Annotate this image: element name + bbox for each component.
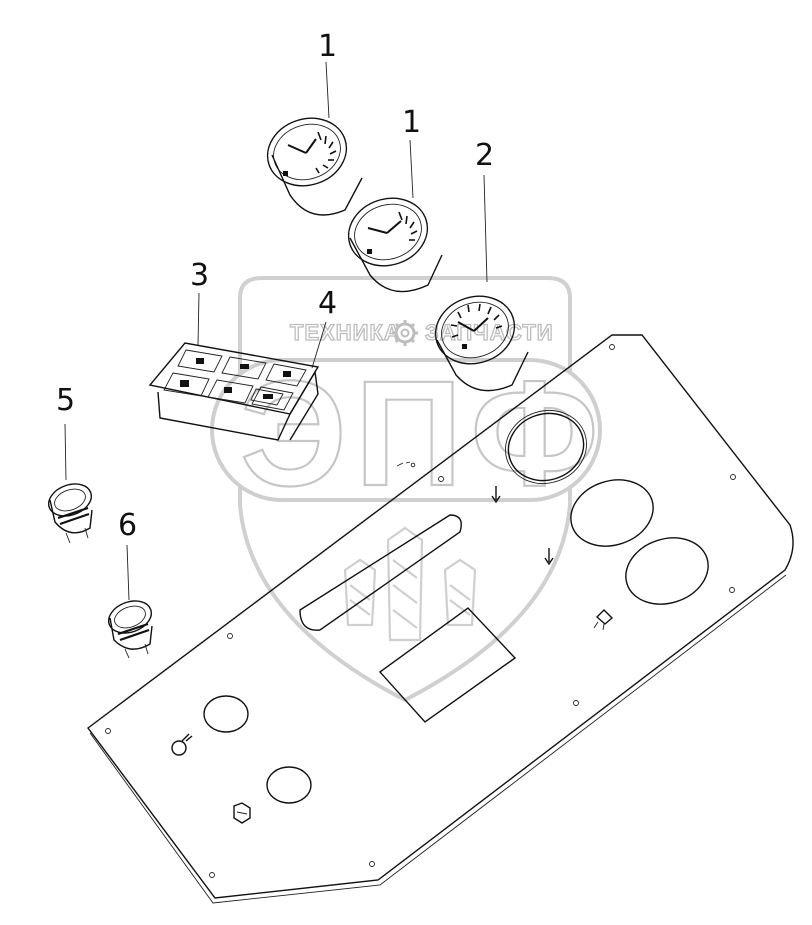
callout-switch-panel-3: 3 (190, 258, 209, 293)
watermark-shield (238, 276, 572, 703)
watermark-right-text: ЗАПЧАСТИ (425, 320, 554, 345)
arrow-indicator-icon (396, 461, 554, 566)
watermark: ТЕХНИКА ЗАПЧАСТИ ЭПФ (210, 276, 607, 703)
push-button-6 (107, 600, 153, 659)
watermark-main-text: ЭПФ (240, 349, 607, 517)
mounting-plate (87, 334, 794, 904)
callout-gauge-middle: 1 (402, 105, 421, 140)
gauge-lower (434, 295, 529, 392)
watermark-band (210, 358, 602, 502)
watermark-left-text: ТЕХНИКА (290, 320, 401, 345)
callout-gauge-lower: 2 (475, 138, 494, 173)
push-button-5 (47, 483, 93, 544)
stop-button-icon (233, 802, 251, 824)
callouts: 1 1 2 3 4 5 6 (56, 29, 494, 601)
callout-switch-panel-4: 4 (318, 286, 337, 321)
callout-button-5: 5 (56, 383, 75, 418)
switch-panel (148, 342, 320, 441)
wheat-icon (343, 526, 477, 642)
gear-icon (392, 320, 418, 346)
callout-gauge-top: 1 (318, 29, 337, 64)
gauge-top (266, 117, 363, 216)
callout-button-6: 6 (118, 508, 137, 543)
lamp-icon (593, 609, 614, 631)
key-switch-icon (171, 733, 193, 756)
gauge-middle (347, 197, 443, 293)
